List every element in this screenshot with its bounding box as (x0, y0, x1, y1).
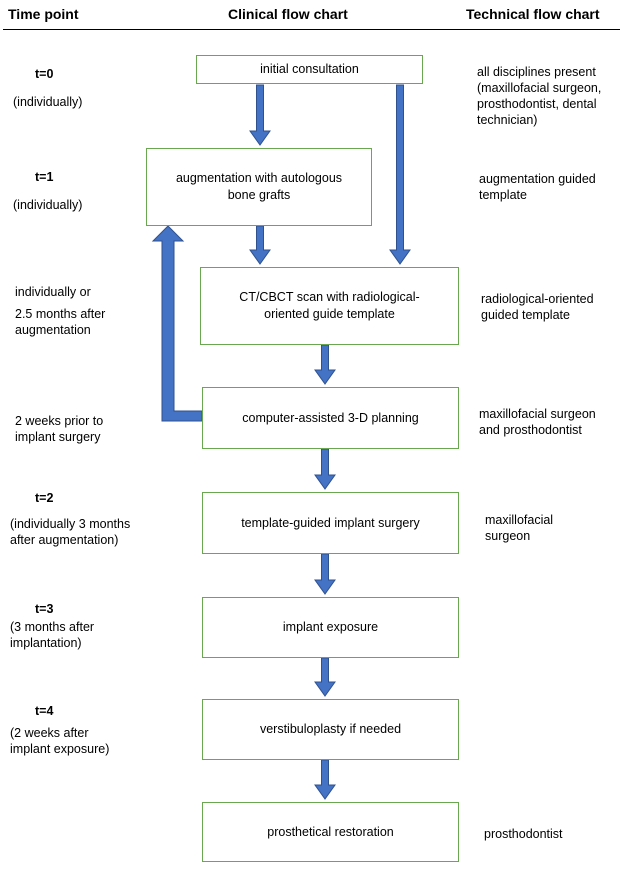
step-implant-surgery: template-guided implant surgery (202, 492, 459, 554)
time-point-label: t=1 (35, 170, 54, 184)
arrow-down-icon (314, 553, 336, 595)
time-point-note: augmentation (15, 323, 91, 337)
step-ct-cbct-scan: CT/CBCT scan with radiological- oriented… (200, 267, 459, 345)
technical-note-line: maxillofacial (485, 513, 554, 527)
time-point-t4: t=4 (2 weeks after implant exposure) (10, 703, 109, 757)
technical-note-planning: maxillofacial surgeon and prosthodontist (479, 406, 596, 438)
time-point-note: 2 weeks prior to (15, 414, 104, 428)
technical-note-line: and prosthodontist (479, 423, 582, 437)
arrow-down-icon (314, 657, 336, 697)
time-point-note: 2.5 months after (15, 307, 106, 321)
arrow-feedback-icon (151, 225, 203, 422)
time-point-label: t=3 (35, 602, 54, 616)
technical-note-line: all disciplines present (477, 65, 596, 79)
time-point-t3: t=3 (3 months after implantation) (10, 601, 94, 651)
time-point-label: t=2 (35, 491, 54, 505)
time-point-header: Time point (8, 6, 79, 22)
technical-note-consultation: all disciplines present (maxillofacial s… (477, 64, 601, 128)
time-point-note: (2 weeks after (10, 726, 89, 740)
time-point-note: after augmentation) (10, 533, 119, 547)
time-point-note: (individually) (13, 95, 83, 109)
step-label: implant exposure (282, 620, 379, 634)
technical-note-line: prosthodontist (484, 827, 563, 841)
step-vestibuloplasty: verstibuloplasty if needed (202, 699, 459, 760)
step-label: CT/CBCT scan with radiological- (239, 290, 420, 304)
step-label: template-guided implant surgery (241, 515, 420, 530)
step-label: verstibuloplasty if needed (259, 722, 402, 736)
technical-note-line: technician) (477, 113, 538, 127)
arrow-down-icon (249, 84, 271, 146)
time-point-note: individually or (15, 285, 91, 299)
time-point-label: t=0 (35, 67, 54, 81)
step-label: bone grafts (227, 188, 291, 202)
arrow-down-icon (249, 225, 271, 265)
time-point-note: implantation) (10, 636, 82, 650)
technical-note-ct-scan: radiological-oriented guided template (481, 291, 594, 323)
time-point-t1: t=1 (individually) (13, 169, 82, 213)
technical-note-line: radiological-oriented (481, 292, 594, 306)
arrow-down-icon (314, 759, 336, 800)
technical-note-line: prosthodontist, dental (477, 97, 597, 111)
step-label: prosthetical restoration (267, 824, 394, 839)
time-point-note: implant surgery (15, 430, 101, 444)
arrow-down-icon (314, 448, 336, 490)
technical-note-restoration: prosthodontist (484, 826, 563, 842)
step-label: computer-assisted 3-D planning (242, 410, 419, 425)
technical-note-line: (maxillofacial surgeon, (477, 81, 602, 95)
arrow-down-icon (314, 344, 336, 385)
step-label: oriented guide template (264, 307, 395, 321)
step-3d-planning: computer-assisted 3-D planning (202, 387, 459, 449)
technical-note-line: maxillofacial surgeon (479, 407, 596, 421)
step-initial-consultation: initial consultation (196, 55, 423, 84)
technical-note-line: surgeon (485, 529, 531, 543)
time-point-note: (3 months after (10, 620, 95, 634)
clinical-flow-chart-header: Clinical flow chart (228, 6, 348, 22)
time-point-t2: t=2 (individually 3 months after augment… (10, 490, 130, 548)
technical-note-line: guided template (481, 308, 570, 322)
header-divider (3, 29, 620, 30)
time-point-planning: 2 weeks prior to implant surgery (15, 413, 103, 445)
step-augmentation: augmentation with autologous bone grafts (146, 148, 372, 226)
step-implant-exposure: implant exposure (202, 597, 459, 658)
step-label: initial consultation (260, 62, 359, 76)
technical-flow-chart-header: Technical flow chart (466, 6, 600, 22)
technical-note-line: template (479, 188, 527, 202)
step-label: augmentation with autologous (175, 171, 343, 185)
technical-note-line: augmentation guided (479, 172, 596, 186)
time-point-note: (individually 3 months (10, 517, 131, 531)
technical-note-implant-surgery: maxillofacial surgeon (485, 512, 553, 544)
arrow-down-icon (389, 84, 411, 265)
step-prosthetical-restoration: prosthetical restoration (202, 802, 459, 862)
time-point-note: (individually) (13, 198, 83, 212)
time-point-note: implant exposure) (10, 742, 110, 756)
time-point-t0: t=0 (individually) (13, 66, 82, 110)
time-point-ct-scan: individually or 2.5 months after augment… (15, 284, 105, 338)
technical-note-augmentation: augmentation guided template (479, 171, 596, 203)
time-point-label: t=4 (35, 704, 54, 718)
